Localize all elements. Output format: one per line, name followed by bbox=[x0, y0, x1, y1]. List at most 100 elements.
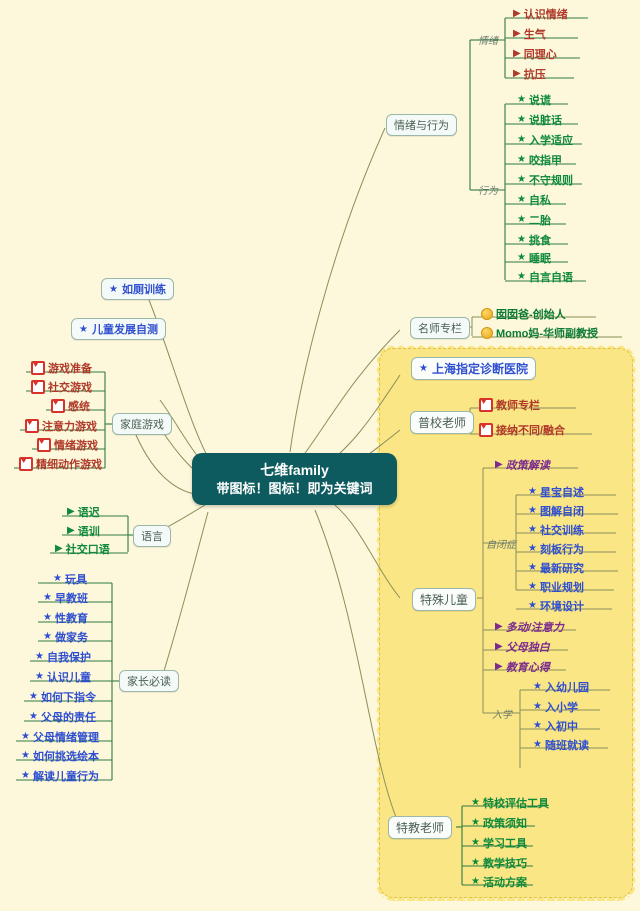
blue-star-icon: ★ bbox=[528, 543, 537, 554]
list-item[interactable]: ▶ 教育心得 bbox=[495, 661, 550, 675]
list-item[interactable]: ★ 说脏话 bbox=[517, 114, 562, 128]
branch-famous-teacher-column-label: 名师专栏 bbox=[418, 323, 462, 335]
branch-language[interactable]: 语言 bbox=[133, 525, 171, 547]
list-item[interactable]: ★ 政策须知 bbox=[471, 817, 527, 831]
blue-star-icon: ★ bbox=[528, 505, 537, 516]
list-item[interactable]: ▶ 多动/注意力 bbox=[495, 621, 564, 635]
list-item[interactable]: ★ 入初中 bbox=[533, 720, 578, 734]
green-star-icon: ★ bbox=[517, 154, 526, 165]
list-item[interactable]: 社交游戏 bbox=[28, 378, 95, 396]
list-item[interactable]: Momo妈-华师副教授 bbox=[478, 325, 601, 342]
blue-star-icon: ★ bbox=[21, 750, 30, 761]
branch-parents-must-read[interactable]: 家长必读 bbox=[119, 670, 179, 692]
red-flag-icon: ▶ bbox=[513, 48, 521, 59]
green-star-icon: ★ bbox=[517, 174, 526, 185]
blue-star-icon: ★ bbox=[35, 651, 44, 662]
red-heart-box-icon bbox=[51, 397, 65, 413]
list-item[interactable]: ★ 社交训练 bbox=[528, 524, 584, 538]
list-item[interactable]: ★ 自我保护 bbox=[35, 651, 91, 665]
list-item[interactable]: ★ 环境设计 bbox=[528, 600, 584, 614]
list-item[interactable]: ★ 父母情绪管理 bbox=[21, 731, 99, 745]
list-item[interactable]: ★ 咬指甲 bbox=[517, 154, 562, 168]
blue-star-icon: ★ bbox=[79, 323, 88, 335]
list-item[interactable]: ★ 不守规则 bbox=[517, 174, 573, 188]
list-item[interactable]: ★ 睡眠 bbox=[517, 252, 551, 266]
central-topic[interactable]: 七维family 带图标！图标！即为关键词 bbox=[192, 453, 397, 505]
list-item[interactable]: ★ 如何挑选绘本 bbox=[21, 750, 99, 764]
branch-special-ed-teacher[interactable]: 特教老师 bbox=[388, 816, 453, 839]
red-flag-icon: ▶ bbox=[513, 28, 521, 39]
list-item[interactable]: ★ 最新研究 bbox=[528, 562, 584, 576]
red-heart-box-icon bbox=[479, 396, 493, 412]
list-item[interactable]: ★ 特校评估工具 bbox=[471, 797, 549, 811]
list-item[interactable]: 游戏准备 bbox=[28, 359, 95, 377]
branch-family-games[interactable]: 家庭游戏 bbox=[112, 413, 172, 435]
blue-star-icon: ★ bbox=[533, 739, 542, 750]
blue-star-icon: ★ bbox=[533, 720, 542, 731]
list-item[interactable]: ★ 随班就读 bbox=[533, 739, 589, 753]
list-item[interactable]: 精细动作游戏 bbox=[16, 455, 105, 473]
list-item[interactable]: ★ 自私 bbox=[517, 194, 551, 208]
branch-special-children-label: 特殊儿童 bbox=[420, 593, 469, 607]
list-item[interactable]: ★ 认识儿童 bbox=[35, 671, 91, 685]
branch-emotion-behavior[interactable]: 情绪与行为 bbox=[386, 114, 457, 136]
branch-child-dev-self-test[interactable]: ★ 儿童发展自测 bbox=[71, 318, 166, 340]
list-item[interactable]: ▶ 语训 bbox=[67, 525, 100, 539]
list-item[interactable]: ★ 做家务 bbox=[43, 631, 88, 645]
red-heart-box-icon bbox=[31, 359, 45, 375]
list-item[interactable]: ★ 说谎 bbox=[517, 94, 551, 108]
green-star-icon: ★ bbox=[471, 837, 480, 848]
list-item[interactable]: 教师专栏 bbox=[476, 396, 543, 414]
list-item[interactable]: ▶ 父母独白 bbox=[495, 641, 550, 655]
list-item[interactable]: ▶ 语迟 bbox=[67, 506, 100, 520]
list-item[interactable]: 接纳不同/融合 bbox=[476, 421, 568, 439]
red-heart-box-icon bbox=[31, 378, 45, 394]
branch-family-games-label: 家庭游戏 bbox=[120, 419, 164, 431]
list-item[interactable]: 注意力游戏 bbox=[22, 417, 100, 435]
group-label-autism: 自闭症 bbox=[486, 540, 516, 551]
list-item[interactable]: ★ 职业规划 bbox=[528, 581, 584, 595]
list-item[interactable]: ▶ 认识情绪 bbox=[513, 8, 568, 22]
group-label-enrollment: 入学 bbox=[492, 710, 512, 721]
list-item[interactable]: ★ 星宝自述 bbox=[528, 486, 584, 500]
list-item[interactable]: 感统 bbox=[48, 397, 93, 415]
list-item[interactable]: ★ 图解自闭 bbox=[528, 505, 584, 519]
list-item[interactable]: ▶ 抗压 bbox=[513, 68, 546, 82]
blue-star-icon: ★ bbox=[29, 711, 38, 722]
branch-toilet-training[interactable]: ★ 如厕训练 bbox=[101, 278, 174, 300]
list-item[interactable]: ★ 如何下指令 bbox=[29, 691, 96, 705]
branch-special-ed-teacher-label: 特教老师 bbox=[396, 821, 445, 835]
list-item[interactable]: ★ 早教班 bbox=[43, 592, 88, 606]
list-item[interactable]: ★ 刻板行为 bbox=[528, 543, 584, 557]
list-item[interactable]: ▶ 社交口语 bbox=[55, 543, 110, 557]
branch-parents-must-read-label: 家长必读 bbox=[127, 676, 171, 688]
list-item[interactable]: ▶ 政策解读 bbox=[495, 459, 550, 473]
list-item[interactable]: ★ 入小学 bbox=[533, 701, 578, 715]
list-item[interactable]: ★ 入学适应 bbox=[517, 134, 573, 148]
list-item[interactable]: ★ 父母的责任 bbox=[29, 711, 96, 725]
list-item[interactable]: ★ 自言自语 bbox=[517, 271, 573, 285]
list-item[interactable]: ★ 入幼儿园 bbox=[533, 681, 589, 695]
list-item[interactable]: ★ 二胎 bbox=[517, 214, 551, 228]
list-item[interactable]: ▶ 同理心 bbox=[513, 48, 557, 62]
purple-flag-icon: ▶ bbox=[495, 641, 503, 652]
list-item[interactable]: ★ 性教育 bbox=[43, 612, 88, 626]
list-item[interactable]: 情绪游戏 bbox=[34, 436, 101, 454]
special-needs-panel bbox=[376, 345, 636, 901]
list-item[interactable]: ★ 教学技巧 bbox=[471, 857, 527, 871]
purple-flag-icon: ▶ bbox=[495, 661, 503, 672]
list-item[interactable]: ★ 解读儿童行为 bbox=[21, 770, 99, 784]
list-item[interactable]: 囡囡爸-创始人 bbox=[478, 306, 569, 323]
blue-star-icon: ★ bbox=[528, 581, 537, 592]
list-item[interactable]: ★ 挑食 bbox=[517, 234, 551, 248]
list-item[interactable]: ★ 玩具 bbox=[53, 573, 87, 587]
branch-famous-teacher-column[interactable]: 名师专栏 bbox=[410, 317, 470, 339]
list-item[interactable]: ★ 活动方案 bbox=[471, 876, 527, 890]
branch-regular-school-teacher[interactable]: 普校老师 bbox=[410, 411, 475, 434]
branch-shanghai-hospital[interactable]: ★ 上海指定诊断医院 bbox=[411, 357, 536, 380]
branch-special-children[interactable]: 特殊儿童 bbox=[412, 588, 477, 611]
list-item[interactable]: ▶ 生气 bbox=[513, 28, 546, 42]
green-star-icon: ★ bbox=[471, 817, 480, 828]
list-item[interactable]: ★ 学习工具 bbox=[471, 837, 527, 851]
branch-toilet-training-label: 如厕训练 bbox=[121, 284, 166, 296]
